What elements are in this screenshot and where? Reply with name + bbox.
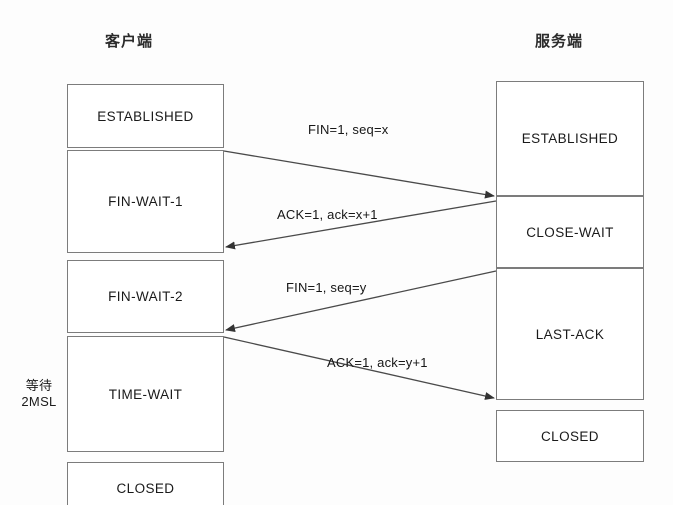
server-state-established: ESTABLISHED [496,81,644,196]
message-label-ack-1-ack-x-1: ACK=1, ack=x+1 [277,207,378,222]
client-column-header: 客户端 [105,33,154,50]
client-state-closed: CLOSED [67,462,224,505]
client-state-established: ESTABLISHED [67,84,224,148]
message-label-fin-1-seq-x: FIN=1, seq=x [308,122,389,137]
server-column-header: 服务端 [535,33,584,50]
server-state-closed: CLOSED [496,410,644,462]
client-state-time-wait: TIME-WAIT [67,336,224,452]
client-state-fin-wait-1: FIN-WAIT-1 [67,150,224,253]
message-arrow-fin-1-seq-x [223,150,495,199]
annotation-wait-2msl: 等待 2MSL [21,378,57,409]
client-state-fin-wait-2: FIN-WAIT-2 [67,260,224,333]
server-state-last-ack: LAST-ACK [496,268,644,400]
message-label-fin-1-seq-y: FIN=1, seq=y [286,280,367,295]
message-label-ack-1-ack-y-1: ACK=1, ack=y+1 [327,355,428,370]
server-state-close-wait: CLOSE-WAIT [496,196,644,268]
